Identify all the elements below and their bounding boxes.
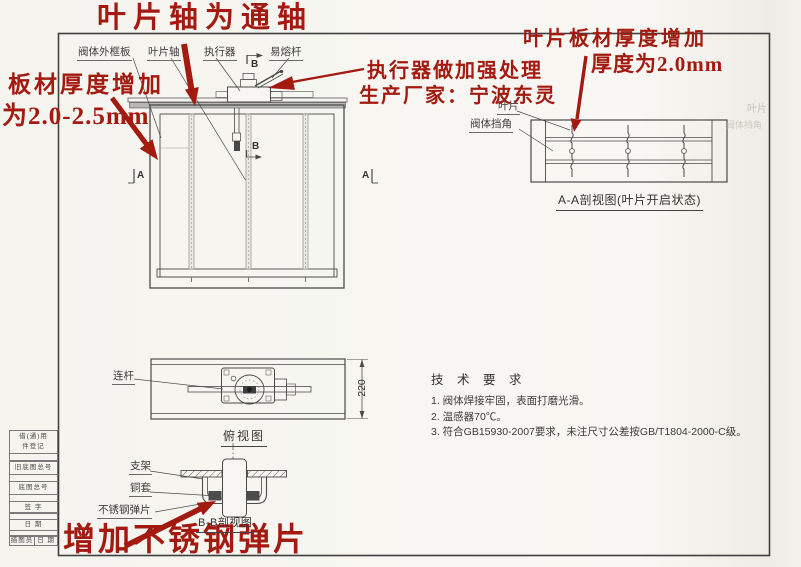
caption-aa-view: A-A剖视图(叶片开启状态) <box>556 191 703 211</box>
title-block-cell-tracer: 描图员 <box>9 535 35 547</box>
bb-section-drawing <box>149 458 287 518</box>
annotation-plate-thickness-1: 板材厚度增加 <box>8 72 164 97</box>
title-block-cell-base-no: 底图总号 <box>9 481 58 496</box>
sheet-border <box>57 32 771 557</box>
blade-axes <box>188 113 309 282</box>
label-bushing: 铜套 <box>129 482 152 497</box>
label-frame-corner: 阀体挡角 <box>469 118 513 133</box>
title-block-cell-spacer <box>9 530 58 538</box>
annotation-spring: 增加不锈钢弹片 <box>63 521 309 557</box>
section-marker-b-mid: B <box>252 141 260 152</box>
section-marker-a-left: A <box>137 170 145 181</box>
top-view-drawing <box>133 358 368 462</box>
title-block-cell-old-no: 旧底图总号 <box>9 460 58 475</box>
annotation-blade-plate-2: 厚度为2.0mm <box>591 52 724 76</box>
annotation-plate-thickness-2: 为2.0-2.5mm <box>2 103 150 130</box>
section-marker-b-top: B <box>251 59 259 70</box>
label-bracket: 支架 <box>129 460 152 475</box>
tech-requirements-title: 技 术 要 求 <box>431 373 527 387</box>
label-fusible-rod: 易熔杆 <box>269 46 303 61</box>
label-blade-shaft: 叶片轴 <box>147 46 181 61</box>
dimension-220: 220 <box>356 379 368 397</box>
tech-requirement-1: 1. 阀体焊接牢固，表面打磨光滑。 <box>431 395 590 407</box>
caption-top-view: 俯视图 <box>221 427 268 447</box>
annotation-blade-plate-1: 叶片板材厚度增加 <box>523 28 707 50</box>
tech-requirement-3: 3. 符合GB15930-2007要求，未注尺寸公差按GB/T1804-2000… <box>431 426 747 438</box>
aa-section-drawing <box>516 110 728 183</box>
front-view-drawing <box>127 53 378 289</box>
annotation-blade-axis: 叶片轴为通轴 <box>97 2 314 34</box>
label-actuator: 执行器 <box>203 46 237 61</box>
title-block: 借(通)用 件登记 旧底图总号 底图总号 签 字 日 期 描图员 日 期 <box>9 430 58 547</box>
technical-requirements: 技 术 要 求 1. 阀体焊接牢固，表面打磨光滑。 2. 温感器70℃。 3. … <box>431 369 751 441</box>
ghost-text-corner: 阀体挡角 <box>726 120 763 130</box>
section-marker-a-right: A <box>362 170 370 181</box>
title-block-cell-signature: 签 字 <box>9 501 58 514</box>
label-link-rod: 连杆 <box>112 370 135 385</box>
title-block-cell-date: 日 期 <box>9 518 58 531</box>
red-annotation-arrows <box>109 43 588 549</box>
annotation-actuator-1: 执行器做加强处理 <box>367 60 543 82</box>
title-block-cell-borrow: 借(通)用 件登记 <box>9 430 58 455</box>
label-blade: 叶片 <box>497 100 520 115</box>
ghost-text-blade: 叶片 <box>747 104 767 115</box>
label-spring: 不锈钢弹片 <box>97 504 152 519</box>
annotation-actuator-2: 生产厂家：宁波东灵 <box>359 85 557 107</box>
tech-requirement-2: 2. 温感器70℃。 <box>431 410 507 423</box>
title-block-cell-trace-date: 日 期 <box>34 535 58 547</box>
caption-bb-view: B-B剖视图 <box>196 514 255 533</box>
label-frame-plate: 阀体外框板 <box>77 46 132 61</box>
